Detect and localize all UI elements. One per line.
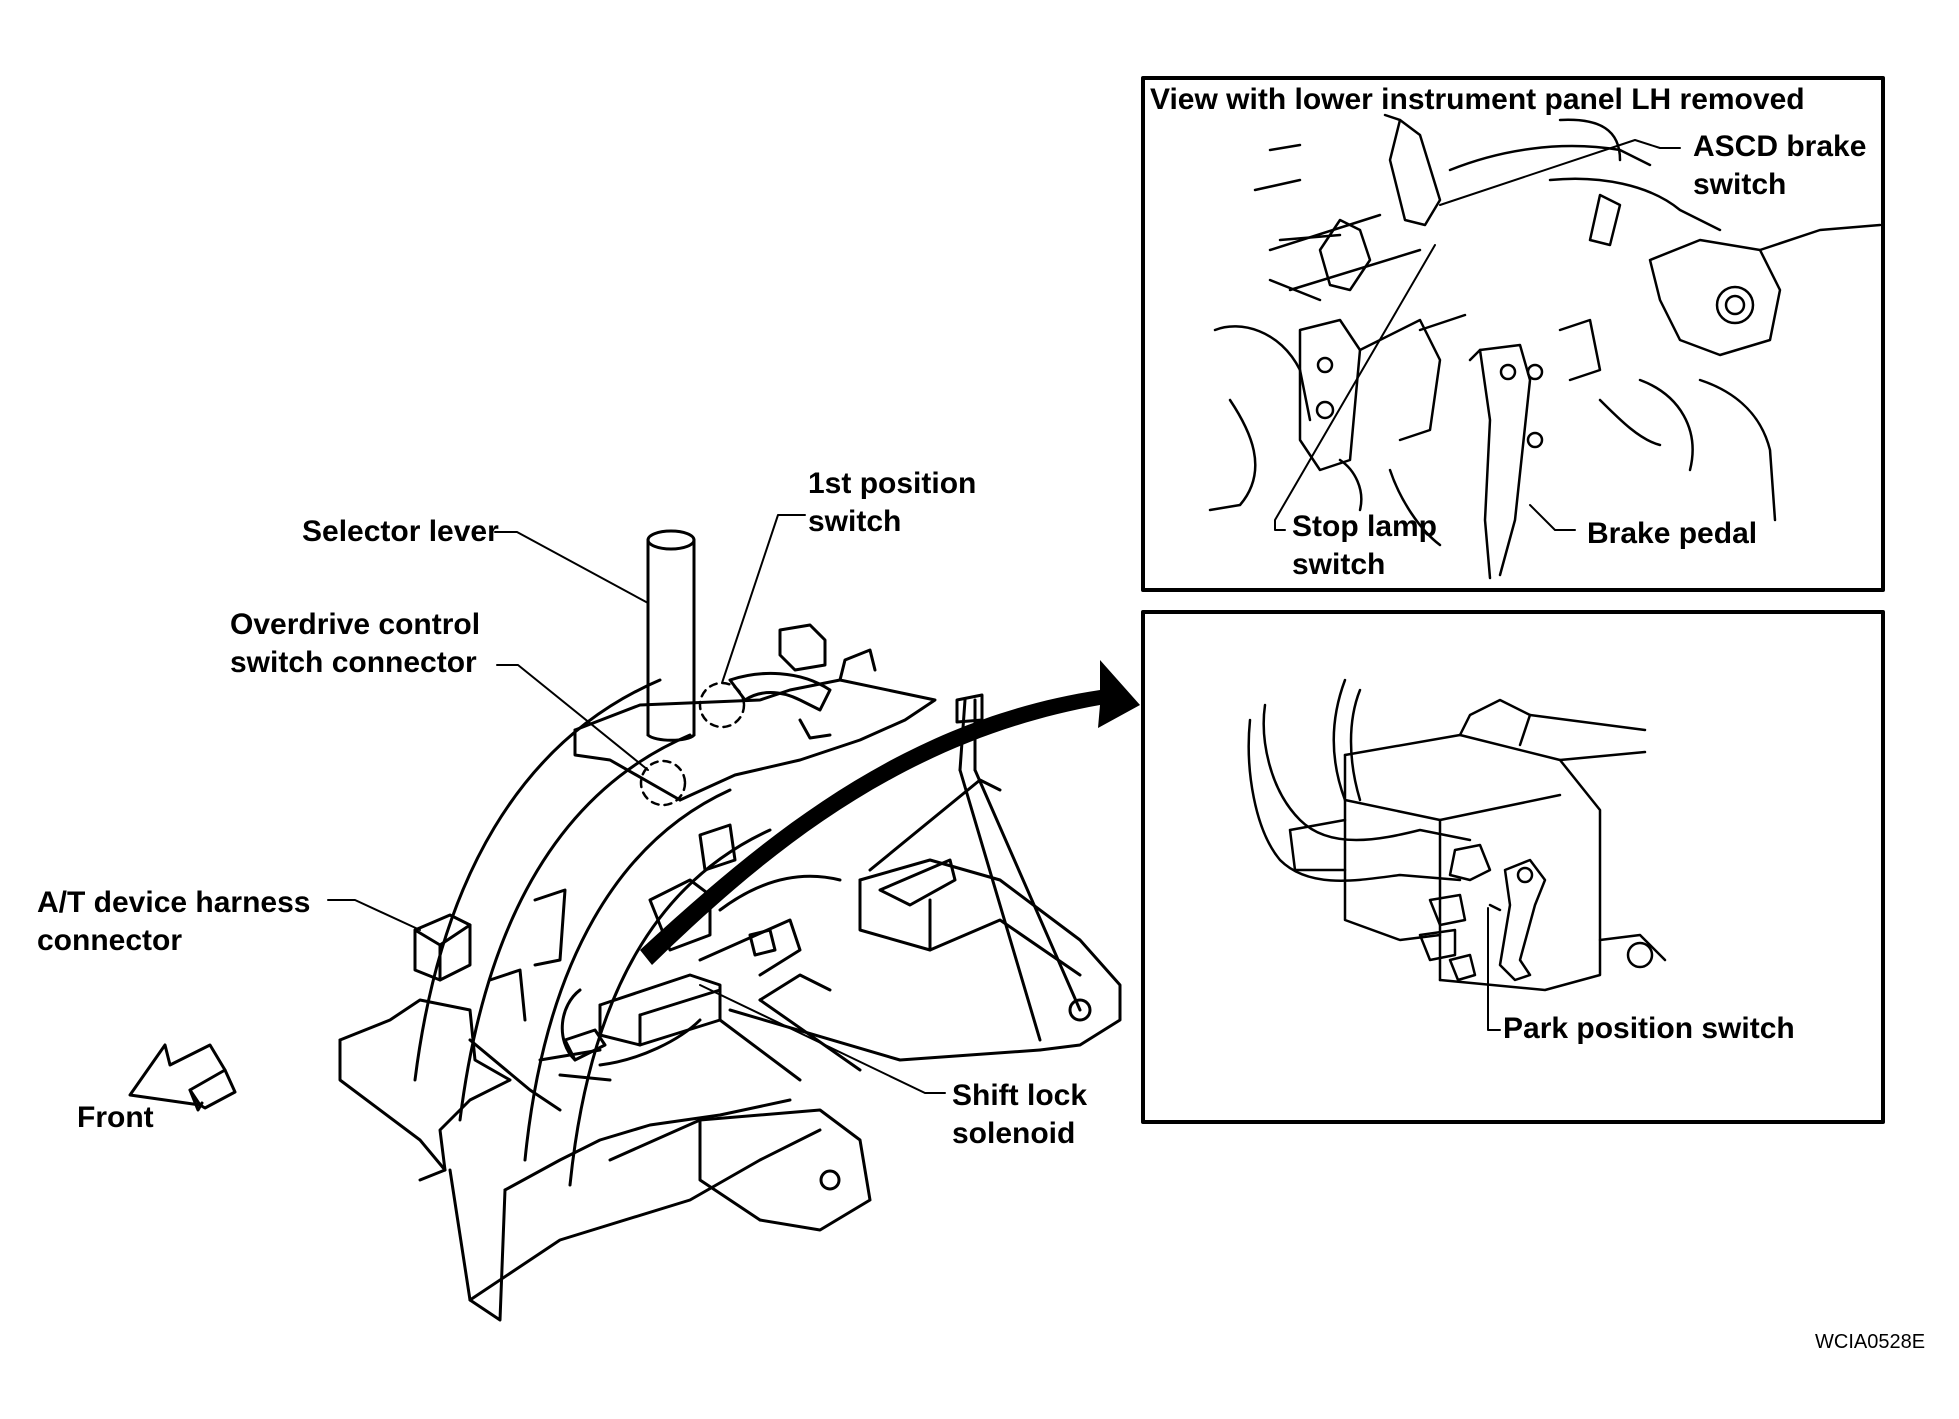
label-overdrive-line2: switch connector <box>230 646 477 679</box>
label-at-harness-line1: A/T device harness <box>37 886 311 919</box>
label-1st-position-switch: 1st position switch <box>808 465 976 541</box>
inset-top-frame <box>1141 76 1885 592</box>
label-overdrive-line1: Overdrive control <box>230 608 481 641</box>
label-shift-lock-line1: Shift lock <box>952 1079 1088 1112</box>
inset-top-leaders <box>1274 139 1681 531</box>
label-1st-position-switch-line1: 1st position <box>808 467 977 500</box>
inset-top-title: View with lower instrument panel LH remo… <box>1150 83 1805 116</box>
label-stop-lamp-switch-line2: switch <box>1292 548 1386 581</box>
main-leaders <box>327 514 946 1094</box>
inset-bottom-illustration <box>1247 678 1667 992</box>
label-front: Front <box>77 1101 154 1134</box>
label-park-position-switch: Park position switch <box>1503 1012 1795 1045</box>
figure-code: WCIA0528E <box>1815 1331 1926 1353</box>
label-ascd-brake-switch-line2: switch <box>1693 168 1787 201</box>
label-at-harness-line2: connector <box>37 924 183 957</box>
label-ascd-brake-switch: ASCD brake switch <box>1693 128 1866 204</box>
inset-top-illustration <box>1208 113 1882 580</box>
inset-bottom-leader <box>1487 907 1501 1031</box>
label-1st-position-switch-line2: switch <box>808 505 902 538</box>
label-shift-lock-solenoid: Shift lock solenoid <box>952 1077 1087 1153</box>
label-ascd-brake-switch-line1: ASCD brake <box>1693 130 1867 163</box>
inset-bottom-frame <box>1141 610 1885 1124</box>
label-selector-lever: Selector lever <box>302 515 499 548</box>
label-brake-pedal: Brake pedal <box>1587 517 1758 550</box>
callout-arrow <box>640 660 1140 965</box>
label-overdrive-control-switch-connector: Overdrive control switch connector <box>230 606 480 682</box>
label-stop-lamp-switch: Stop lamp switch <box>1292 508 1437 584</box>
label-at-device-harness-connector: A/T device harness connector <box>37 884 310 960</box>
label-stop-lamp-switch-line1: Stop lamp <box>1292 510 1438 543</box>
front-arrow-icon <box>128 1043 237 1112</box>
label-shift-lock-line2: solenoid <box>952 1117 1076 1150</box>
